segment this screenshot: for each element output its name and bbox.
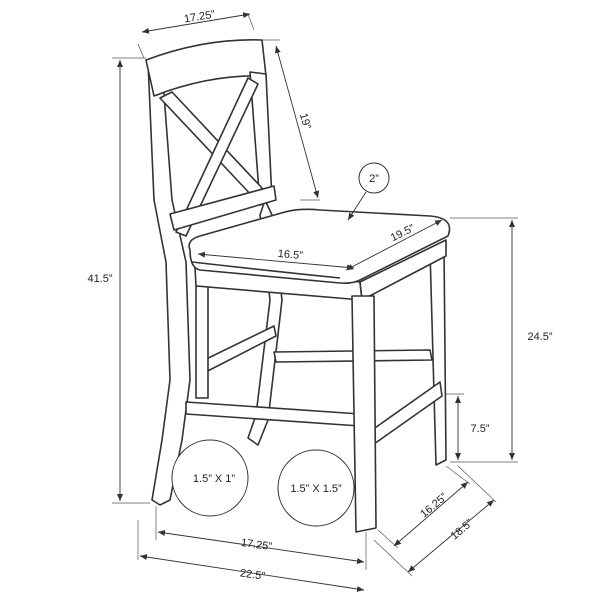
rear-right-leg [429, 247, 447, 466]
front-leg-size-label: 1.5” X 1.5” [290, 483, 342, 495]
dimension-lines [112, 12, 518, 592]
seat-width-label: 16.5” [277, 248, 303, 262]
seat-thickness-label: 2” [369, 173, 379, 185]
back-cross-2 [175, 77, 259, 237]
back-height-label: 19” [297, 112, 313, 131]
right-side-stretcher [371, 381, 443, 445]
leg-span-width-label: 17.25” [240, 537, 273, 553]
back-width-label: 17.25” [183, 9, 216, 26]
overall-height-label: 41.5” [87, 273, 112, 285]
front-left-leg [195, 285, 209, 399]
back-cross-1 [159, 91, 263, 199]
seat-height-label: 24.5” [527, 331, 552, 343]
front-stretcher [185, 401, 361, 427]
overall-depth-label: 18.5” [449, 517, 476, 543]
back-leg-size-label: 1.5” X 1” [193, 473, 236, 485]
footrest-height-label: 7.5” [471, 423, 490, 435]
front-leg-callout [277, 449, 355, 527]
front-right-leg [351, 295, 377, 533]
overall-width-label: 22.5” [239, 567, 266, 582]
leg-span-depth-label: 16.25” [418, 491, 450, 520]
back-left-post [147, 61, 191, 506]
back-bottom-rail [169, 185, 277, 231]
seat-thickness-callout [358, 162, 390, 194]
back-leg-callout [171, 439, 249, 517]
